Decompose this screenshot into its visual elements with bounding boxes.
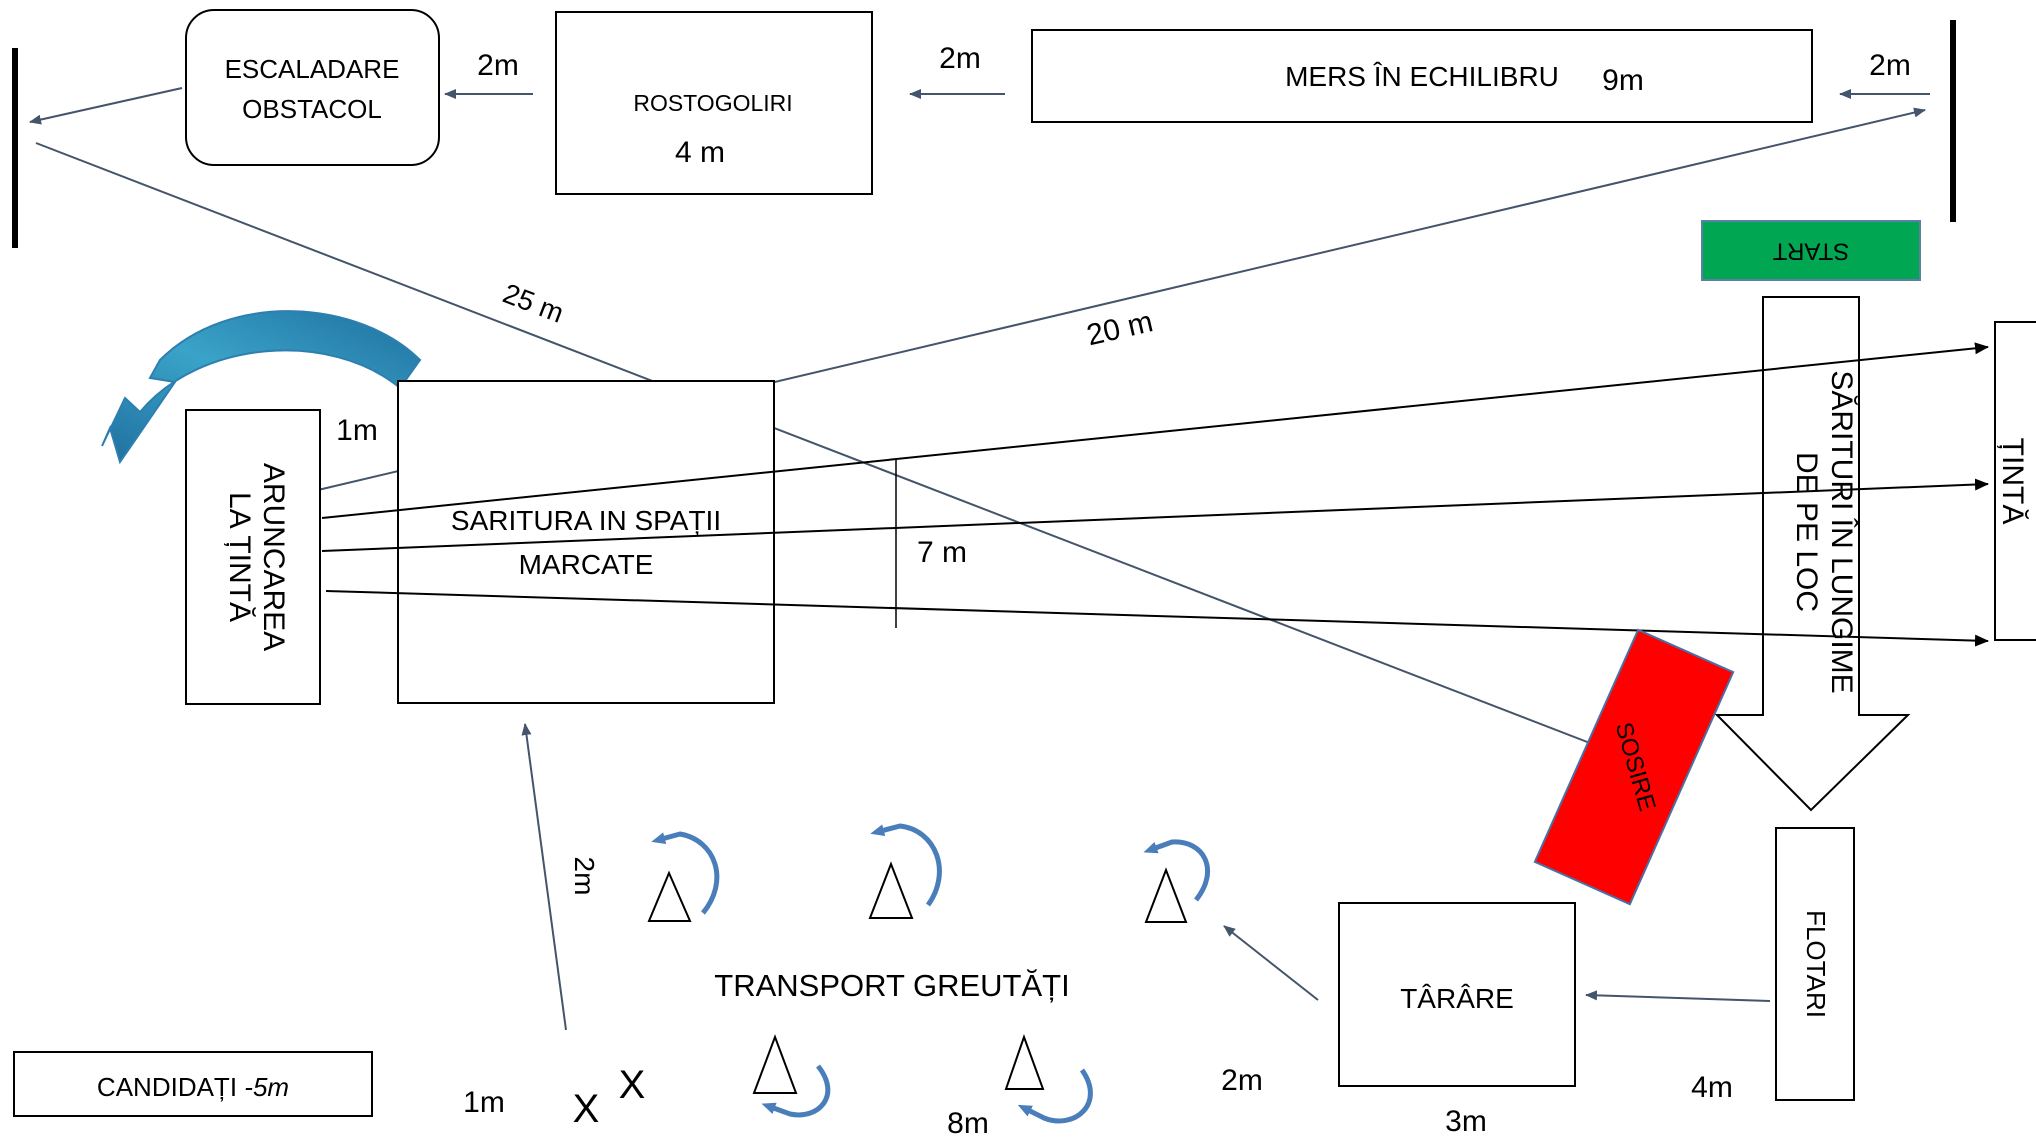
- sarituri-label-line1: SĂRITURI ÎN LUNGIME: [1825, 370, 1858, 693]
- rostogoliri-label: ROSTOGOLIRI: [633, 90, 792, 116]
- throw-line-bottom: [325, 590, 1989, 647]
- curve-arrow-4: [761, 1064, 831, 1118]
- curve-arrow-1: [651, 831, 720, 915]
- start-box: [1701, 220, 1921, 281]
- escalade-label-line2: OBSTACOL: [242, 94, 382, 124]
- candidati-label-wrap: CANDIDAȚI -5m: [97, 1072, 289, 1102]
- distance-mers-start: 2m: [1869, 49, 1911, 82]
- tarare-label: TÂRÂRE: [1400, 983, 1514, 1014]
- distance-4m: 4m: [1691, 1071, 1733, 1104]
- distance-rosto-mers: 2m: [939, 42, 981, 75]
- distance-7m: 7 m: [917, 536, 967, 569]
- arrow-boundary-to-sosire: [35, 142, 1609, 751]
- sosire-box: [1533, 628, 1735, 906]
- distance-2m-bottom: 2m: [1221, 1064, 1263, 1097]
- escalade-box: [185, 9, 440, 166]
- candidati-box: [13, 1051, 373, 1117]
- cone-5: [1004, 1034, 1045, 1090]
- aruncarea-label-line1: ARUNCAREA: [257, 463, 290, 651]
- distance-2m-vertical: 2m: [569, 857, 600, 896]
- distance-3m: 3m: [1445, 1105, 1487, 1137]
- transport-label: TRANSPORT GREUTĂȚI: [714, 968, 1069, 1003]
- distance-25m: 25 m: [499, 278, 568, 329]
- distance-1m-bottom: 1m: [463, 1086, 505, 1119]
- curve-arrow-5: [1017, 1068, 1093, 1124]
- tinta-box: [1994, 321, 2036, 641]
- arrow-flotari-to-tarare: [1585, 990, 1771, 1002]
- distance-8m: 8m: [947, 1107, 989, 1137]
- aruncarea-label-line2: LA ȚINTĂ: [223, 492, 256, 622]
- sarituri-block-arrow: [1714, 296, 1911, 812]
- distance-20m: 20 m: [1084, 305, 1156, 352]
- throw-line-top: [321, 342, 1989, 519]
- candidate-marker-x2: X: [619, 1063, 646, 1107]
- curve-arrow-3: [1143, 839, 1210, 902]
- curved-throw-arrow: [101, 310, 422, 465]
- distance-escalade-rosto: 2m: [477, 49, 519, 82]
- tinta-label: ȚINTĂ: [1996, 438, 2029, 525]
- aruncarea-box: [185, 409, 321, 705]
- tarare-box: [1338, 902, 1576, 1087]
- mers-box: [1031, 29, 1813, 123]
- distance-1m-top: 1m: [336, 414, 378, 447]
- cone-1: [647, 870, 692, 922]
- cone-2: [868, 861, 914, 919]
- candidate-marker-x1: X: [573, 1087, 600, 1131]
- arrow-tarare-to-transport: [1223, 925, 1319, 1001]
- rostogoliri-distance: 4 m: [675, 136, 725, 169]
- saritura-box: [397, 380, 775, 704]
- cone-4: [752, 1034, 798, 1094]
- escalade-label-line1: ESCALADARE: [225, 54, 400, 84]
- flotari-label: FLOTARI: [1801, 910, 1831, 1018]
- arrow-escalade-to-boundary: [29, 87, 183, 125]
- mers-distance: 9m: [1602, 64, 1644, 97]
- throw-line-middle: [321, 478, 1989, 552]
- saritura-label-line2: MARCATE: [519, 549, 654, 580]
- curve-arrow-2: [870, 823, 942, 907]
- candidati-distance: -5m: [244, 1072, 289, 1102]
- arrow-candidati-to-saritura: [521, 723, 567, 1031]
- sarituri-label-line2: DE PE LOC: [1790, 452, 1823, 612]
- start-label: START: [1772, 238, 1849, 265]
- candidati-label: CANDIDAȚI: [97, 1072, 237, 1102]
- flotari-box: [1775, 827, 1855, 1101]
- saritura-label-line1: SARITURA IN SPAȚII: [451, 505, 721, 536]
- rostogoliri-box: [555, 11, 873, 195]
- cone-3: [1144, 867, 1188, 923]
- mers-label: MERS ÎN ECHILIBRU: [1285, 61, 1559, 92]
